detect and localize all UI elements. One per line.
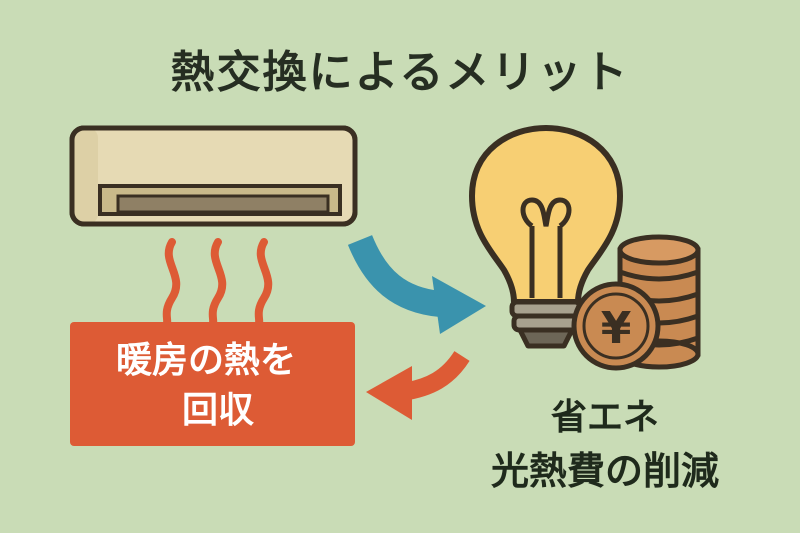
yen-coin-icon: ¥: [571, 281, 661, 371]
diagram-title: 熱交換によるメリット: [170, 47, 630, 98]
heat-recovery-line2: 回収: [182, 390, 255, 431]
heat-recovery-panel: 暖房の熱を 回収: [70, 322, 355, 446]
benefit-line1: 省エネ: [550, 397, 659, 438]
air-conditioner-icon: [69, 125, 358, 227]
red-arrow-icon: [366, 350, 470, 420]
heat-wave-icon: [162, 238, 273, 330]
yen-symbol: ¥: [601, 303, 632, 354]
heat-recovery-line1: 暖房の熱を: [116, 340, 297, 381]
benefit-line2: 光熱費の削減: [490, 449, 719, 493]
light-bulb-icon: [469, 125, 623, 349]
blue-arrow-icon: [347, 234, 486, 334]
